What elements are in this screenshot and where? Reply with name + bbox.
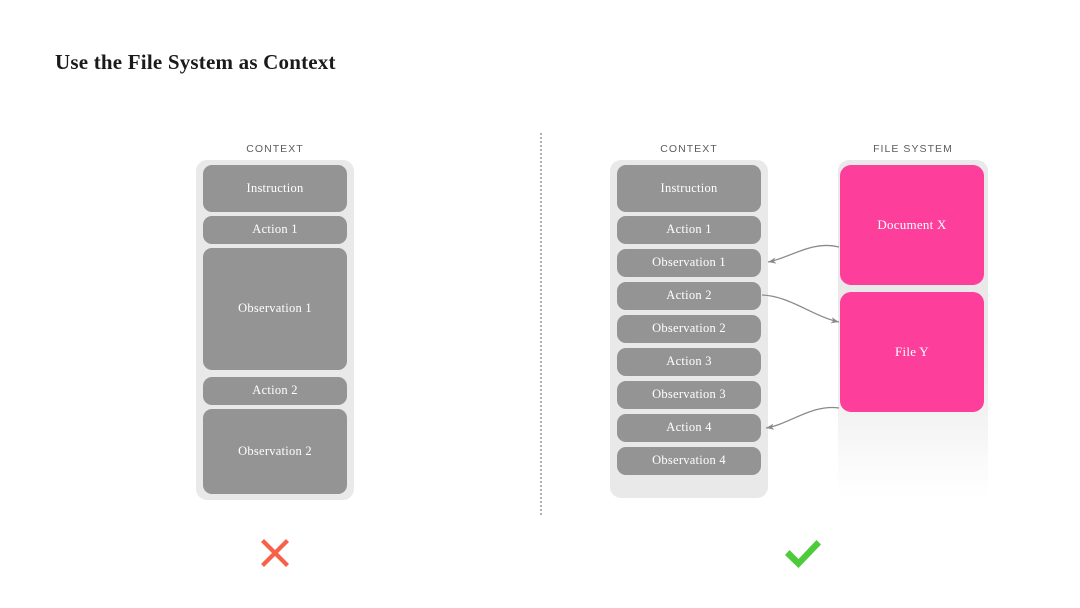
right-block-action-3[interactable]: Action 3 <box>617 348 761 376</box>
left-block-action-2[interactable]: Action 2 <box>203 377 347 405</box>
right-block-observation-4[interactable]: Observation 4 <box>617 447 761 475</box>
connector-action2-to-filey <box>761 294 840 324</box>
left-block-observation-1[interactable]: Observation 1 <box>203 248 347 370</box>
left-block-instruction[interactable]: Instruction <box>203 165 347 212</box>
left-context-caption: CONTEXT <box>246 143 304 155</box>
page-title: Use the File System as Context <box>55 50 336 74</box>
cross-icon <box>252 530 298 576</box>
connector-filey-to-action4 <box>765 406 840 430</box>
check-icon <box>780 530 826 576</box>
file-system-caption: FILE SYSTEM <box>873 143 953 155</box>
right-block-action-2[interactable]: Action 2 <box>617 282 761 310</box>
right-context-caption: CONTEXT <box>660 143 718 155</box>
left-block-action-1[interactable]: Action 1 <box>203 216 347 244</box>
file-system-block-file-y[interactable]: File Y <box>840 292 984 412</box>
right-block-action-1[interactable]: Action 1 <box>617 216 761 244</box>
left-block-observation-2[interactable]: Observation 2 <box>203 409 347 494</box>
right-block-observation-1[interactable]: Observation 1 <box>617 249 761 277</box>
right-block-action-4[interactable]: Action 4 <box>617 414 761 442</box>
right-block-instruction[interactable]: Instruction <box>617 165 761 212</box>
connector-documentx-to-observation1 <box>767 244 840 264</box>
right-block-observation-3[interactable]: Observation 3 <box>617 381 761 409</box>
right-block-observation-2[interactable]: Observation 2 <box>617 315 761 343</box>
vertical-divider <box>540 133 542 515</box>
file-system-block-document-x[interactable]: Document X <box>840 165 984 285</box>
